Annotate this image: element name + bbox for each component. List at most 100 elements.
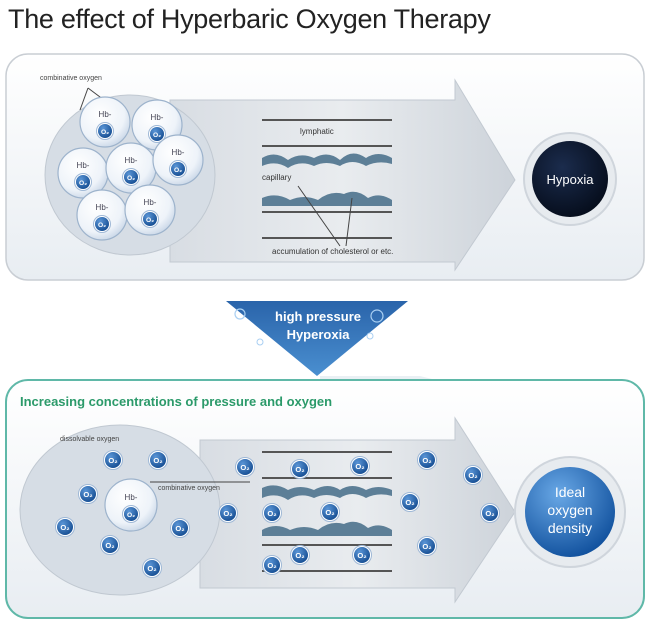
capillary-deposit-upper xyxy=(262,153,392,168)
svg-text:Hb-: Hb- xyxy=(96,203,109,212)
o2-molecule: O₂ xyxy=(290,459,310,479)
vessel-lines-bottom xyxy=(262,451,392,572)
svg-text:O₂: O₂ xyxy=(108,456,117,465)
o2-molecule: O₂ xyxy=(480,503,500,523)
hemoglobin-cell: Hb- O₂ xyxy=(124,184,176,236)
svg-text:O₂: O₂ xyxy=(223,509,232,518)
o2-molecule: O₂ xyxy=(141,210,159,228)
o2-molecule: O₂ xyxy=(122,168,140,186)
svg-text:Hb-: Hb- xyxy=(125,156,138,165)
svg-text:O₂: O₂ xyxy=(79,180,87,187)
bottom-hb-cell: Hb- O₂ xyxy=(104,478,158,532)
ideal-line2: oxygen xyxy=(547,502,592,518)
hypoxia-label: Hypoxia xyxy=(547,172,595,187)
svg-text:O₂: O₂ xyxy=(485,509,494,518)
capillary-label: capillary xyxy=(262,173,291,182)
svg-text:O₂: O₂ xyxy=(127,512,135,519)
svg-text:O₂: O₂ xyxy=(98,222,106,229)
svg-text:O₂: O₂ xyxy=(147,564,156,573)
svg-text:O₂: O₂ xyxy=(405,498,414,507)
o2-molecule: O₂ xyxy=(148,125,166,143)
o2-molecule: O₂ xyxy=(352,545,372,565)
o2-molecule: O₂ xyxy=(350,456,370,476)
arrow-line2: Hyperoxia xyxy=(287,327,351,342)
hemoglobin-cell: Hb- O₂ xyxy=(79,96,131,148)
svg-text:O₂: O₂ xyxy=(240,463,249,472)
o2-molecule: O₂ xyxy=(142,558,162,578)
svg-text:Hb-: Hb- xyxy=(144,198,157,207)
hemoglobin-cell: Hb- O₂ xyxy=(76,189,128,241)
o2-molecule: O₂ xyxy=(93,215,111,233)
lymphatic-label: lymphatic xyxy=(300,127,334,136)
capillary-deposit-upper-b xyxy=(262,485,392,500)
ideal-line3: density xyxy=(548,520,592,536)
svg-text:Hb-: Hb- xyxy=(99,110,112,119)
svg-text:O₂: O₂ xyxy=(295,465,304,474)
svg-text:O₂: O₂ xyxy=(357,551,366,560)
o2-molecule: O₂ xyxy=(290,545,310,565)
svg-text:O₂: O₂ xyxy=(105,541,114,550)
o2-molecule: O₂ xyxy=(417,450,437,470)
combinative-oxygen-label-top: combinative oxygen xyxy=(40,75,102,82)
hemoglobin-cell: Hb- O₂ xyxy=(152,134,204,186)
svg-text:Hb-: Hb- xyxy=(125,493,138,502)
o2-molecule: O₂ xyxy=(262,555,282,575)
svg-text:O₂: O₂ xyxy=(355,462,364,471)
svg-text:O₂: O₂ xyxy=(468,471,477,480)
svg-text:Hb-: Hb- xyxy=(77,161,90,170)
o2-molecule: O₂ xyxy=(169,160,187,178)
o2-molecule: O₂ xyxy=(235,457,255,477)
o2-molecule: O₂ xyxy=(463,465,483,485)
o2-molecule: O₂ xyxy=(148,450,168,470)
accumulation-label: accumulation of cholesterol or etc. xyxy=(272,247,393,256)
o2-molecule: O₂ xyxy=(103,450,123,470)
svg-text:O₂: O₂ xyxy=(267,561,276,570)
svg-text:O₂: O₂ xyxy=(267,509,276,518)
svg-text:O₂: O₂ xyxy=(127,175,135,182)
bottom-header: Increasing concentrations of pressure an… xyxy=(20,394,332,409)
ideal-oxygen-circle xyxy=(525,467,615,557)
capillary-deposit-lower xyxy=(262,191,392,206)
svg-text:O₂: O₂ xyxy=(295,551,304,560)
o2-molecule: O₂ xyxy=(55,517,75,537)
ideal-line1: Ideal xyxy=(555,484,585,500)
svg-text:O₂: O₂ xyxy=(83,490,92,499)
svg-text:Hb-: Hb- xyxy=(151,113,164,122)
svg-text:O₂: O₂ xyxy=(60,523,69,532)
o2-molecule: O₂ xyxy=(400,492,420,512)
svg-text:O₂: O₂ xyxy=(153,132,161,139)
svg-text:O₂: O₂ xyxy=(175,524,184,533)
svg-text:O₂: O₂ xyxy=(422,542,431,551)
svg-text:O₂: O₂ xyxy=(422,456,431,465)
hemoglobin-cell: Hb- O₂ xyxy=(104,478,158,532)
dissolvable-oxygen-label: dissolvable oxygen xyxy=(60,436,119,443)
capillary-deposit-lower-b xyxy=(262,521,392,536)
o2-molecule: O₂ xyxy=(122,505,140,523)
svg-text:O₂: O₂ xyxy=(146,217,154,224)
o2-molecule: O₂ xyxy=(320,502,340,522)
vessel-lines-top xyxy=(262,119,392,239)
page-title: The effect of Hyperbaric Oxygen Therapy xyxy=(8,4,491,34)
o2-molecule: O₂ xyxy=(96,122,114,140)
o2-molecule: O₂ xyxy=(262,503,282,523)
hemoglobin-cluster: Hb- O₂ Hb- O₂ Hb- O₂ Hb- O₂ Hb- O₂ Hb- O₂ Hb- O₂ xyxy=(57,96,204,241)
svg-text:O₂: O₂ xyxy=(325,508,334,517)
svg-text:Hb-: Hb- xyxy=(172,148,185,157)
svg-text:O₂: O₂ xyxy=(153,456,162,465)
o2-molecule: O₂ xyxy=(78,484,98,504)
o2-molecule: O₂ xyxy=(74,173,92,191)
hemoglobin-cell: Hb- O₂ xyxy=(105,142,157,194)
high-pressure-arrow: high pressure Hyperoxia xyxy=(226,301,408,376)
svg-text:O₂: O₂ xyxy=(101,129,109,136)
hypoxia-circle xyxy=(532,141,608,217)
o2-molecule: O₂ xyxy=(170,518,190,538)
o2-molecule: O₂ xyxy=(417,536,437,556)
o2-molecule: O₂ xyxy=(100,535,120,555)
svg-text:O₂: O₂ xyxy=(174,167,182,174)
bottom-panel: Increasing concentrations of pressure an… xyxy=(5,379,645,619)
arrow-line1: high pressure xyxy=(275,309,361,324)
dissolved-o2-molecules: O₂ O₂ O₂ O₂ O₂ O₂ O₂ O₂ O₂ O₂ O₂ O₂ O₂ O₂ O₂ O₂ O₂ O₂ O₂ O₂… xyxy=(55,450,500,578)
o2-molecule: O₂ xyxy=(218,503,238,523)
combinative-oxygen-label-bottom: combinative oxygen xyxy=(158,485,220,492)
